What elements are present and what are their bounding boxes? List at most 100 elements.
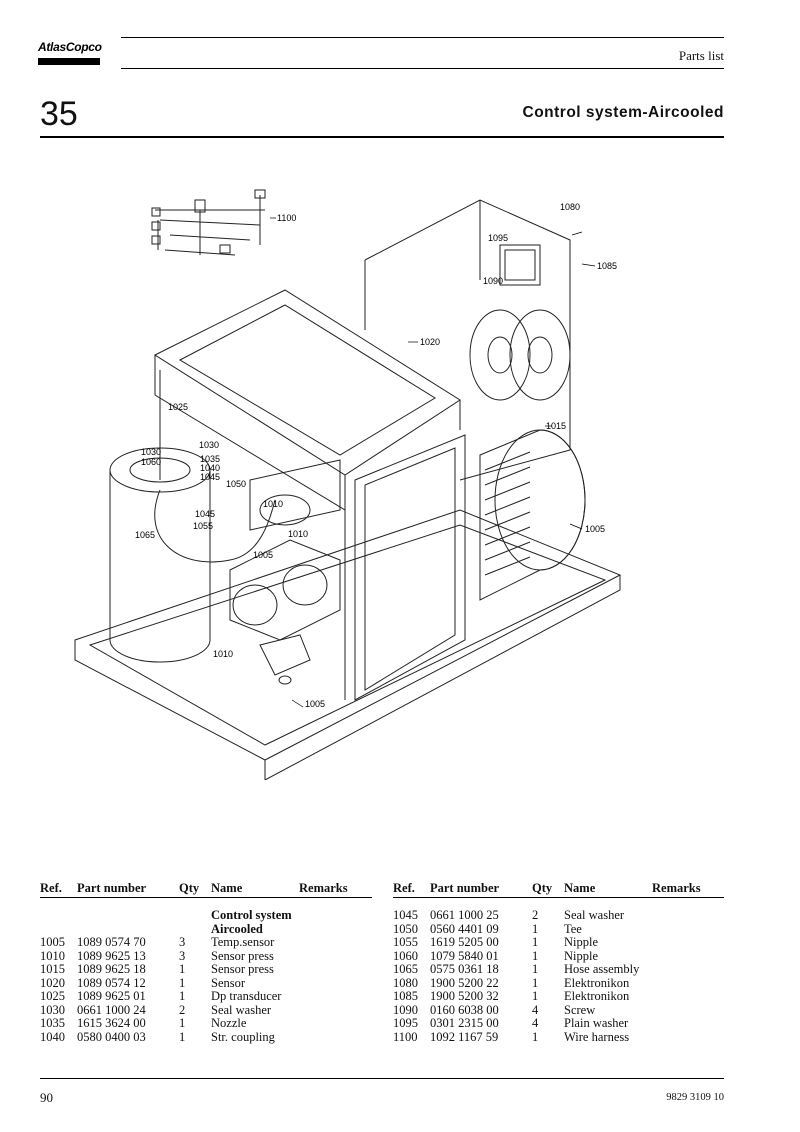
- row-part-number: 1092 1167 59: [430, 1029, 499, 1044]
- row-qty: 2: [532, 908, 539, 922]
- callout-1015: 1015: [546, 421, 566, 431]
- row-qty: 1: [179, 989, 186, 1003]
- atlas-copco-logo: AtlasCopco: [38, 38, 102, 68]
- callout-1020: 1020: [420, 337, 440, 347]
- row-name: Seal washer: [211, 1002, 272, 1017]
- fan-cabinet: [364, 199, 571, 481]
- row-qty: 1: [532, 921, 539, 936]
- header-name: Name: [564, 881, 596, 895]
- row-ref: 1020: [40, 975, 65, 990]
- header-part-number: Part number: [77, 881, 147, 895]
- section-number: 35: [40, 95, 78, 133]
- row-qty: 3: [179, 948, 186, 963]
- enclosure-panel: [354, 434, 466, 701]
- callout-1010-b: 1010: [288, 529, 308, 539]
- row-part-number: 0661 1000 24: [77, 1002, 146, 1017]
- table-header-rule: [40, 897, 372, 898]
- row-name: Plain washer: [564, 1016, 629, 1030]
- callout-1100: 1100: [277, 213, 296, 223]
- row-name: Sensor: [211, 975, 246, 990]
- row-name: Nipple: [564, 948, 599, 963]
- oil-tank: [109, 470, 211, 663]
- row-part-number: 1900 5200 32: [430, 989, 499, 1003]
- row-part-number: 1079 5840 01: [430, 948, 499, 963]
- row-part-number: 0301 2315 00: [430, 1016, 499, 1030]
- row-qty: 1: [179, 1029, 186, 1044]
- row-part-number: 1089 9625 13: [77, 948, 146, 963]
- row-part-number: 1619 5205 00: [430, 935, 499, 949]
- row-name: Screw: [564, 1002, 596, 1017]
- row-part-number: 0580 0400 03: [77, 1029, 146, 1044]
- document-number: 9829 3109 10: [666, 1092, 724, 1103]
- row-ref: 1050: [393, 921, 418, 936]
- row-name: Tee: [564, 921, 582, 936]
- footer-rule: [40, 1078, 724, 1079]
- header-rule-top: [121, 37, 724, 38]
- hose-assembly: [154, 489, 276, 563]
- row-qty: 3: [179, 935, 186, 949]
- row-ref: 1100: [393, 1029, 418, 1044]
- group-title-line-1: Control system: [211, 908, 292, 922]
- row-part-number: 0661 1000 25: [430, 908, 499, 922]
- callout-1065: 1065: [135, 530, 155, 540]
- row-ref: 1030: [40, 1002, 65, 1017]
- row-name: Str. coupling: [211, 1029, 275, 1044]
- row-qty: 1: [179, 975, 186, 990]
- callout-1055: 1055: [193, 521, 213, 531]
- row-name: Temp.sensor: [211, 935, 275, 949]
- row-ref: 1015: [40, 962, 65, 976]
- callout-1005-a: 1005: [585, 524, 605, 534]
- row-part-number: 0560 4401 09: [430, 921, 499, 936]
- exploded-assembly-drawing: 1100 1080 1095 1085 1090 1020 1025 1015 …: [74, 189, 622, 780]
- section-title: Control system-Aircooled: [522, 104, 724, 121]
- row-name: Hose assembly: [564, 962, 640, 976]
- row-qty: 2: [179, 1002, 186, 1017]
- callout-1010-a: 1010: [263, 499, 283, 509]
- callout-1050: 1050: [226, 479, 246, 489]
- row-qty: 4: [532, 1002, 539, 1017]
- callout-1005-b: 1005: [253, 550, 273, 560]
- document-type: Parts list: [678, 48, 724, 63]
- row-name: Nozzle: [211, 1016, 247, 1030]
- header-ref: Ref.: [393, 881, 415, 895]
- callout-1045-b: 1045: [195, 509, 215, 519]
- row-ref: 1065: [393, 962, 418, 976]
- callout-1045-a: 1045: [200, 472, 220, 482]
- row-ref: 1025: [40, 989, 65, 1003]
- row-qty: 4: [532, 1016, 539, 1030]
- row-name: Sensor press: [211, 948, 274, 963]
- callout-1030-a: 1030: [199, 440, 219, 450]
- row-name: Sensor press: [211, 962, 274, 976]
- header-qty: Qty: [532, 881, 553, 895]
- page-number: 90: [40, 1090, 53, 1105]
- row-ref: 1095: [393, 1016, 418, 1030]
- header-part-number: Part number: [430, 881, 500, 895]
- row-part-number: 0160 6038 00: [430, 1002, 499, 1017]
- row-name: Elektronikon: [564, 989, 630, 1003]
- row-name: Elektronikon: [564, 975, 630, 990]
- callout-1080: 1080: [560, 202, 580, 212]
- row-part-number: 1900 5200 22: [430, 975, 499, 990]
- table-header-rule: [393, 897, 724, 898]
- callout-1040: 1040: [200, 463, 220, 473]
- logo-wordmark: AtlasCopco: [38, 40, 102, 54]
- row-qty: 1: [532, 962, 539, 976]
- base-frame: [74, 509, 622, 780]
- header-qty: Qty: [179, 881, 200, 895]
- row-ref: 1090: [393, 1002, 418, 1017]
- row-part-number: 1615 3624 00: [77, 1016, 146, 1030]
- row-name: Seal washer: [564, 908, 625, 922]
- callout-1095: 1095: [488, 233, 508, 243]
- callout-1030-b: 1030: [141, 447, 161, 457]
- row-qty: 1: [532, 989, 539, 1003]
- controller-display: [499, 244, 541, 286]
- callout-1005-c: 1005: [305, 699, 325, 709]
- callout-1085: 1085: [597, 261, 617, 271]
- row-ref: 1055: [393, 935, 418, 949]
- row-ref: 1045: [393, 908, 418, 922]
- compressor-element: [229, 539, 341, 641]
- callout-1035: 1035: [200, 454, 220, 464]
- row-part-number: 1089 0574 70: [77, 935, 146, 949]
- row-qty: 1: [532, 935, 539, 949]
- row-part-number: 1089 9625 18: [77, 962, 146, 976]
